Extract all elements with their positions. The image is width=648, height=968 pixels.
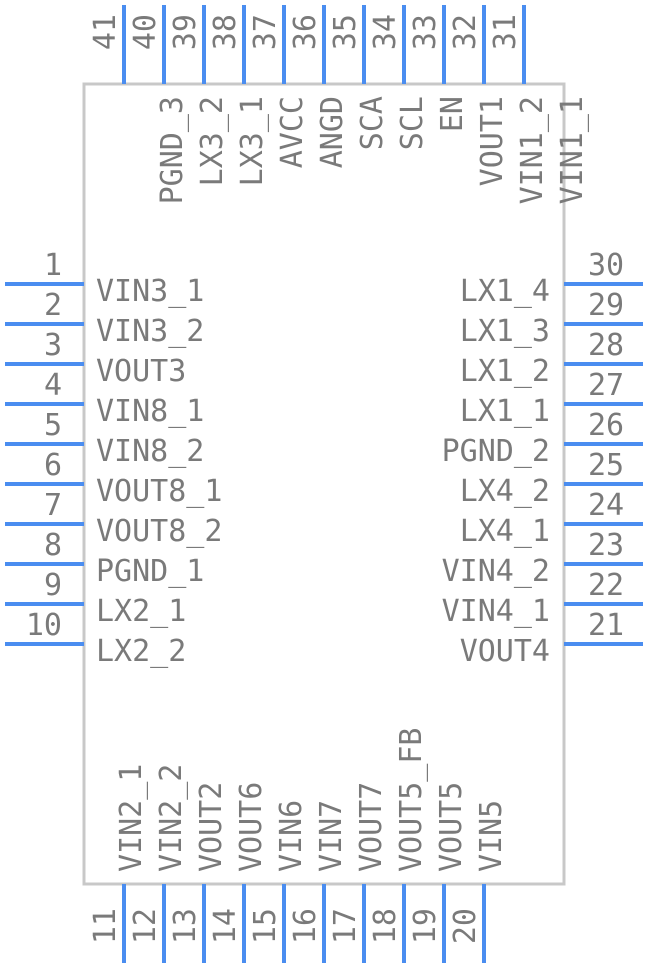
pin-number-19: 19 bbox=[408, 908, 443, 944]
pin-number-3: 3 bbox=[44, 328, 62, 363]
pin-label-3: VOUT3 bbox=[96, 354, 186, 389]
pin-number-30: 30 bbox=[588, 248, 624, 283]
pin-number-34: 34 bbox=[368, 14, 403, 50]
pin-number-11: 11 bbox=[88, 908, 123, 944]
pin-label-top-2: LX3_2 bbox=[195, 96, 230, 186]
pin-number-13: 13 bbox=[168, 908, 203, 944]
pin-label-23: VIN4_2 bbox=[442, 554, 550, 589]
pin-label-5: VIN8_2 bbox=[96, 434, 204, 469]
pin-number-26: 26 bbox=[588, 408, 624, 443]
pin-number-8: 8 bbox=[44, 528, 62, 563]
pin-label-21: VOUT4 bbox=[460, 634, 550, 669]
pin-label-4: VIN8_1 bbox=[96, 394, 204, 429]
pin-number-7: 7 bbox=[44, 488, 62, 523]
pin-label-top-3: LX3_1 bbox=[235, 96, 270, 186]
pin-number-9: 9 bbox=[44, 568, 62, 603]
pin-number-14: 14 bbox=[208, 908, 243, 944]
pin-number-2: 2 bbox=[44, 288, 62, 323]
pin-number-27: 27 bbox=[588, 368, 624, 403]
pin-label-11: VIN2_1 bbox=[114, 764, 149, 872]
pin-number-40: 40 bbox=[128, 14, 163, 50]
pin-label-6: VOUT8_1 bbox=[96, 474, 222, 509]
pin-number-18: 18 bbox=[368, 908, 403, 944]
pin-number-1: 1 bbox=[44, 248, 62, 283]
pin-label-22: VIN4_1 bbox=[442, 594, 550, 629]
pin-label-27: LX1_1 bbox=[460, 394, 550, 429]
pin-number-39: 39 bbox=[168, 14, 203, 50]
pin-number-6: 6 bbox=[44, 448, 62, 483]
pin-number-17: 17 bbox=[328, 908, 363, 944]
pin-number-36: 36 bbox=[288, 14, 323, 50]
pin-number-37: 37 bbox=[248, 14, 283, 50]
pin-label-26: PGND_2 bbox=[442, 434, 550, 469]
pin-number-31: 31 bbox=[488, 14, 523, 50]
pin-label-12: VIN2_2 bbox=[154, 764, 189, 872]
pin-label-1: VIN3_1 bbox=[96, 274, 204, 309]
pin-label-top-4: AVCC bbox=[275, 96, 310, 168]
pin-label-top-1: PGND_3 bbox=[155, 96, 190, 204]
pin-number-23: 23 bbox=[588, 528, 624, 563]
pin-label-14: VOUT6 bbox=[234, 782, 269, 872]
pin-number-5: 5 bbox=[44, 408, 62, 443]
pin-number-20: 20 bbox=[448, 908, 483, 944]
pin-label-top-11: VIN1_1 bbox=[555, 96, 590, 204]
pin-label-top-8: EN bbox=[435, 96, 470, 132]
pin-label-top-6: SCA bbox=[355, 96, 390, 150]
pin-number-10: 10 bbox=[26, 608, 62, 643]
pin-label-24: LX4_1 bbox=[460, 514, 550, 549]
pin-label-top-9: VOUT1 bbox=[475, 96, 510, 186]
pin-number-35: 35 bbox=[328, 14, 363, 50]
pin-label-20: VIN5 bbox=[474, 800, 509, 872]
pins-bottom: 11 VIN2_1 12 VIN2_2 13 VOUT2 14 VOUT6 15 VIN6 16 VI… bbox=[88, 728, 509, 963]
pin-number-28: 28 bbox=[588, 328, 624, 363]
pin-label-18: VOUT5_FB bbox=[394, 728, 429, 873]
pin-number-12: 12 bbox=[128, 908, 163, 944]
pin-label-17: VOUT7 bbox=[354, 782, 389, 872]
pin-label-8: PGND_1 bbox=[96, 554, 204, 589]
pin-number-29: 29 bbox=[588, 288, 624, 323]
pin-number-24: 24 bbox=[588, 488, 624, 523]
pin-label-top-10: VIN1_2 bbox=[515, 96, 550, 204]
pin-number-4: 4 bbox=[44, 368, 62, 403]
pin-label-top-5: ANGD bbox=[315, 96, 350, 168]
pin-label-9: LX2_1 bbox=[96, 594, 186, 629]
pin-label-19: VOUT5 bbox=[434, 782, 469, 872]
pin-label-13: VOUT2 bbox=[194, 782, 229, 872]
pin-label-29: LX1_3 bbox=[460, 314, 550, 349]
pin-number-38: 38 bbox=[208, 14, 243, 50]
pin-number-33: 33 bbox=[408, 14, 443, 50]
pin-label-2: VIN3_2 bbox=[96, 314, 204, 349]
pin-label-30: LX1_4 bbox=[460, 274, 550, 309]
pin-number-32: 32 bbox=[448, 14, 483, 50]
pin-number-15: 15 bbox=[248, 908, 283, 944]
pin-number-41: 41 bbox=[88, 14, 123, 50]
pin-label-15: VIN6 bbox=[274, 800, 309, 872]
pin-number-21: 21 bbox=[588, 608, 624, 643]
pin-number-16: 16 bbox=[288, 908, 323, 944]
pin-label-25: LX4_2 bbox=[460, 474, 550, 509]
pin-label-7: VOUT8_2 bbox=[96, 514, 222, 549]
pin-label-28: LX1_2 bbox=[460, 354, 550, 389]
pin-number-22: 22 bbox=[588, 568, 624, 603]
pin-label-16: VIN7 bbox=[314, 800, 349, 872]
pin-number-25: 25 bbox=[588, 448, 624, 483]
pin-label-top-7: SCL bbox=[395, 96, 430, 150]
pin-label-10: LX2_2 bbox=[96, 634, 186, 669]
